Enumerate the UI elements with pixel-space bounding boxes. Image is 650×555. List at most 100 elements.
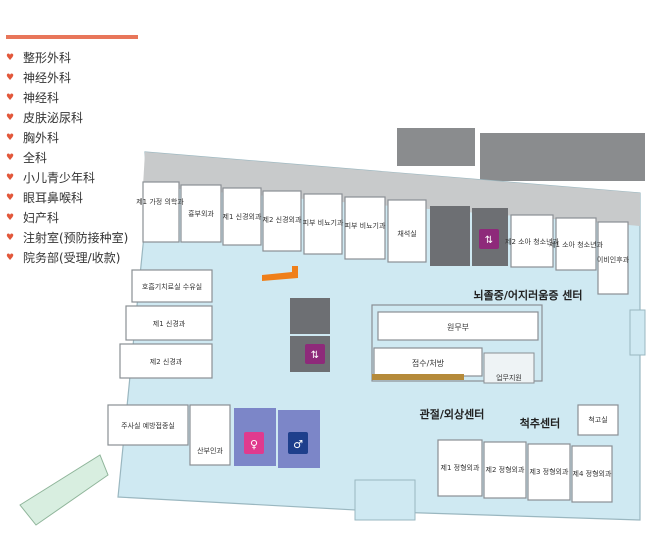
heart-icon: ♥: [6, 133, 15, 143]
label-ortho-3: 제3 정형외과: [530, 467, 569, 476]
legend-item[interactable]: ♥ 妇产科: [6, 208, 128, 228]
legend-item-label[interactable]: 小儿青少年科: [23, 171, 96, 185]
legend-item[interactable]: ♥ 胸外科: [6, 128, 128, 148]
legend-item[interactable]: ♥ 全科: [6, 148, 128, 168]
top-band: [143, 152, 640, 226]
label-injection: 주사실 예방접종실: [121, 421, 175, 430]
legend-item[interactable]: ♥ 院务部(受理/收款): [6, 248, 128, 268]
room-thoracic[interactable]: [180, 184, 222, 243]
legend-item-label[interactable]: 整形外科: [23, 51, 72, 65]
label-ortho-2: 제2 정형외과: [486, 465, 525, 474]
current-location-marker: [262, 266, 298, 281]
side-corridor: [19, 454, 109, 526]
stairs-center: [290, 298, 330, 334]
room-neurology-1[interactable]: [125, 305, 213, 341]
elevator-icon-center: [305, 344, 325, 364]
room-ent[interactable]: [597, 221, 629, 295]
label-neurology-2: 제2 신경과: [150, 357, 183, 366]
legend-item[interactable]: ♥ 注射室(预防接种室): [6, 228, 128, 248]
legend-item-label[interactable]: 神经外科: [23, 71, 72, 85]
legend-item[interactable]: ♥ 整形外科: [6, 48, 128, 68]
label-spine-room: 척고실: [588, 415, 607, 424]
label-ortho-4: 제4 정형외과: [573, 469, 612, 478]
label-family: 제1 가정 의학과: [136, 197, 184, 206]
label-ent: 이비인후과: [597, 255, 630, 264]
accent-bar: [6, 35, 138, 39]
legend-item[interactable]: ♥ 神经外科: [6, 68, 128, 88]
heart-icon: ♥: [6, 53, 15, 63]
label-respiratory: 호흡기치료실 수유실: [142, 282, 202, 291]
label-neurosurgery-1: 제1 신경외과: [223, 212, 262, 221]
legend-item-label[interactable]: 注射室(预防接种室): [23, 231, 129, 245]
label-thoracic: 흉부외과: [188, 209, 214, 218]
department-legend: ♥整形外科♥神经外科♥神经科♥皮肤泌尿科♥胸外科♥全科♥小儿青少年科♥眼耳鼻喉科…: [6, 48, 128, 268]
heart-icon: ♥: [6, 73, 15, 83]
heart-icon: ♥: [6, 213, 15, 223]
room-pediatrics-2[interactable]: [510, 214, 554, 268]
room-admin[interactable]: [377, 311, 539, 341]
legend-item-label[interactable]: 全科: [23, 151, 48, 165]
label-dialysis: 채석실: [397, 229, 416, 238]
label-derm-1: 피부 비뇨기과: [303, 218, 344, 227]
room-ortho-1[interactable]: [437, 439, 483, 497]
room-obgyn[interactable]: [189, 404, 231, 466]
men-toilet-icon: [288, 432, 308, 454]
svg-text:⇅: ⇅: [485, 235, 493, 246]
women-toilet-icon: [244, 432, 264, 454]
label-support: 업무지원: [496, 373, 522, 382]
label-obgyn: 산부인과: [197, 446, 223, 455]
room-reception[interactable]: [373, 347, 483, 377]
room-neurosurgery-1[interactable]: [222, 187, 262, 246]
label-pediatrics-1: 제1 소아 청소년과: [549, 240, 604, 249]
legend-item-label[interactable]: 胸外科: [23, 131, 60, 145]
svg-text:♂: ♂: [293, 438, 303, 451]
heart-icon: ♥: [6, 93, 15, 103]
room-support[interactable]: [483, 352, 535, 384]
room-spine[interactable]: [577, 404, 619, 436]
legend-item-label[interactable]: 眼耳鼻喉科: [23, 191, 84, 205]
label-ortho-1: 제1 정형외과: [441, 463, 480, 472]
side-tower: [629, 309, 646, 356]
label-brain-center: 뇌졸중/어지러움증 센터: [473, 288, 582, 302]
label-derm-2: 피부 비뇨기과: [345, 221, 386, 230]
svg-text:♀: ♀: [250, 438, 258, 451]
heart-icon: ♥: [6, 193, 15, 203]
stairs-top: [430, 206, 470, 266]
room-ortho-4[interactable]: [571, 445, 613, 503]
legend-item[interactable]: ♥ 小儿青少年科: [6, 168, 128, 188]
heart-icon: ♥: [6, 233, 15, 243]
room-derm-2[interactable]: [344, 196, 386, 260]
label-neurosurgery-2: 제2 신경외과: [263, 215, 302, 224]
legend-item-label[interactable]: 妇产科: [23, 211, 60, 225]
label-reception: 접수/처방: [412, 358, 445, 368]
room-ortho-3[interactable]: [527, 443, 571, 501]
legend-item-label[interactable]: 院务部(受理/收款): [23, 251, 121, 265]
legend-item-label[interactable]: 神经科: [23, 91, 60, 105]
room-pediatrics-1[interactable]: [555, 217, 597, 271]
legend-item[interactable]: ♥皮肤泌尿科: [6, 108, 128, 128]
parking-block-right: [480, 133, 645, 181]
legend-item[interactable]: ♥ 神经科: [6, 88, 128, 108]
heart-icon: ♥: [6, 253, 15, 263]
label-neurology-1: 제1 신경과: [153, 319, 186, 328]
heart-icon: ♥: [6, 173, 15, 183]
room-neurosurgery-2[interactable]: [262, 190, 302, 252]
room-dialysis[interactable]: [387, 199, 427, 263]
elevator-icon: [479, 229, 499, 249]
label-joint-center: 관절/외상센터: [420, 407, 485, 421]
legend-item-label[interactable]: 皮肤泌尿科: [23, 111, 84, 125]
heart-icon: ♥: [6, 153, 15, 163]
room-injection[interactable]: [107, 404, 189, 446]
room-neurology-2[interactable]: [119, 343, 213, 379]
room-ortho-2[interactable]: [483, 441, 527, 499]
parking-block-left: [397, 128, 475, 166]
label-spine-center: 척추센터: [520, 416, 560, 430]
svg-text:⇅: ⇅: [311, 350, 319, 361]
legend-item[interactable]: ♥ 眼耳鼻喉科: [6, 188, 128, 208]
room-family-medicine[interactable]: [142, 181, 180, 243]
room-derm-1[interactable]: [303, 193, 343, 255]
reception-counter: [372, 374, 464, 380]
bottom-entrance: [354, 479, 416, 521]
room-respiratory[interactable]: [131, 269, 213, 303]
